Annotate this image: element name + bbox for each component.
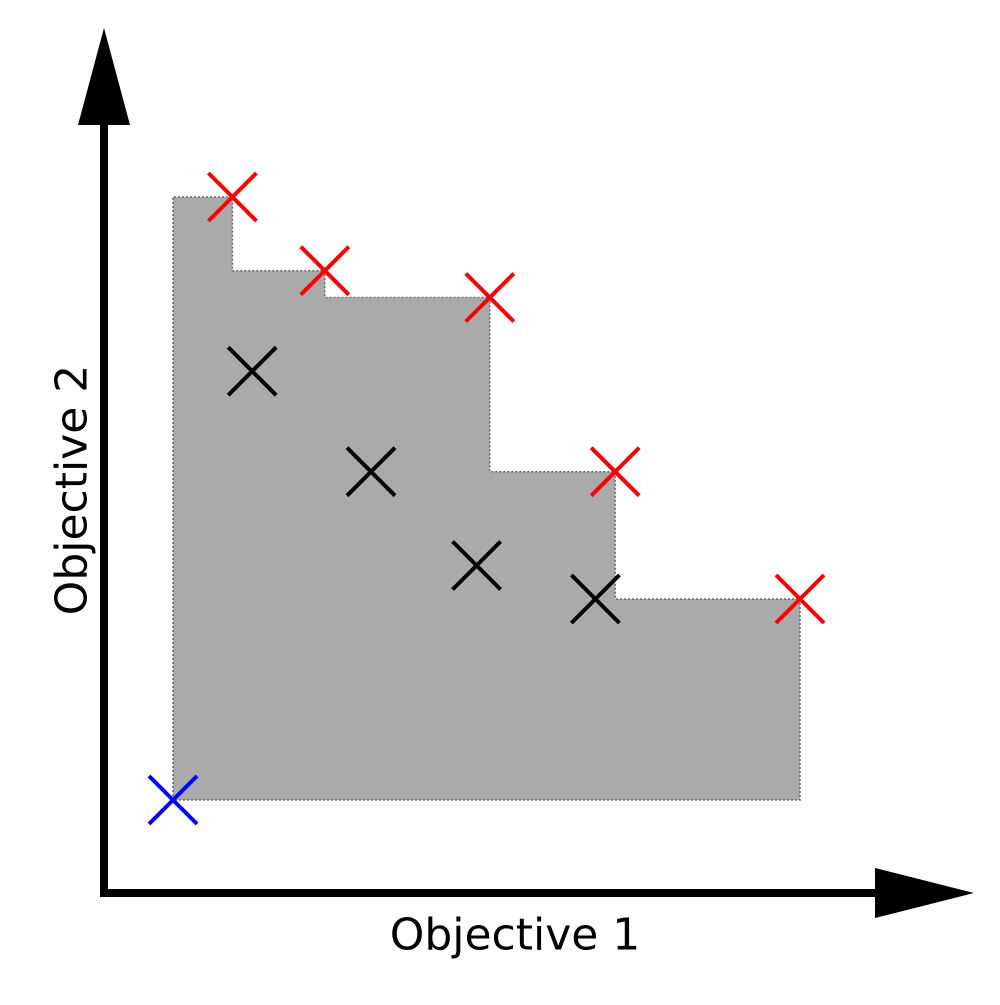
x-axis-label: Objective 1 xyxy=(389,909,641,961)
pareto-point-1-stroke-b xyxy=(206,171,258,223)
dominated-point-3-stroke-b xyxy=(451,540,503,591)
pareto-point-3 xyxy=(464,272,516,323)
dominated-point-2 xyxy=(345,446,397,498)
dominated-point-4 xyxy=(569,573,621,625)
reference-point-marker xyxy=(147,774,199,826)
pareto-point-5 xyxy=(774,573,826,625)
y-axis-label: Objective 2 xyxy=(46,364,98,616)
dominated-point-1 xyxy=(226,345,278,397)
pareto-point-4 xyxy=(589,446,641,498)
reference-point-marker-stroke-b xyxy=(147,774,199,826)
dominated-point-3 xyxy=(451,540,503,591)
pareto-point-3-stroke-b xyxy=(464,272,516,323)
dominated-point-1-stroke-b xyxy=(226,345,278,397)
pareto-point-5-stroke-b xyxy=(774,573,826,625)
y-axis-arrowhead xyxy=(78,28,130,125)
pareto-point-1 xyxy=(206,171,258,223)
pareto-point-2 xyxy=(299,245,351,297)
pareto-point-2-stroke-b xyxy=(299,245,351,297)
dominated-region xyxy=(172,196,801,801)
dominated-point-4-stroke-b xyxy=(569,573,621,625)
pareto-point-4-stroke-b xyxy=(589,446,641,498)
dominated-point-2-stroke-b xyxy=(345,446,397,498)
x-axis-arrowhead xyxy=(875,868,974,918)
